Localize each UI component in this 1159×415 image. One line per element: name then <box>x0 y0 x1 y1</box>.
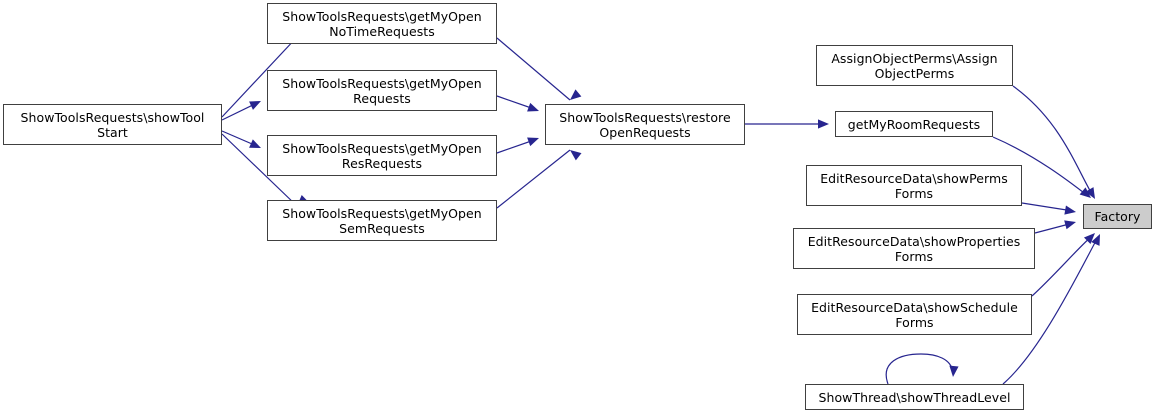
arrowhead-showThreadLevel-to-showThreadLevel <box>949 365 959 377</box>
edge-showToolStart-to-getMyOpenRequests <box>221 101 260 121</box>
node-label-showPermsForms: EditResourceData\showPerms Forms <box>820 170 1008 201</box>
node-getMyOpenRequests[interactable]: ShowToolsRequests\getMyOpen Requests <box>267 70 497 111</box>
node-label-showToolStart: ShowToolsRequests\showTool Start <box>20 109 205 140</box>
edge-getMyOpenNoTimeRequests-to-restoreOpenRequests <box>496 37 571 101</box>
node-showPermsForms[interactable]: EditResourceData\showPerms Forms <box>806 165 1022 206</box>
node-label-restoreOpenRequests: ShowToolsRequests\restore OpenRequests <box>559 109 731 140</box>
node-label-getMyOpenRequests: ShowToolsRequests\getMyOpen Requests <box>282 75 482 106</box>
arrowhead-showScheduleForms-to-Factory <box>1083 233 1095 245</box>
node-getMyOpenNoTimeRequests[interactable]: ShowToolsRequests\getMyOpen NoTimeReques… <box>267 3 497 44</box>
arrowhead-showThreadLevel-to-Factory <box>1091 234 1100 246</box>
edge-showScheduleForms-to-Factory <box>1031 234 1094 297</box>
edge-showToolStart-to-getMyOpenResRequests <box>221 130 260 148</box>
node-label-showScheduleForms: EditResourceData\showSchedule Forms <box>811 299 1018 330</box>
edge-AssignObjectPerms-to-Factory <box>1012 85 1094 197</box>
arrowhead-getMyRoomRequests-to-Factory <box>1079 187 1091 198</box>
node-label-getMyOpenResRequests: ShowToolsRequests\getMyOpen ResRequests <box>282 140 482 171</box>
node-Factory[interactable]: Factory <box>1083 204 1152 229</box>
edge-showPropertiesForms-to-Factory <box>1034 222 1074 234</box>
node-getMyOpenSemRequests[interactable]: ShowToolsRequests\getMyOpen SemRequests <box>267 200 497 241</box>
node-label-showPropertiesForms: EditResourceData\showProperties Forms <box>807 233 1021 264</box>
arrowhead-getMyOpenResRequests-to-restoreOpenRequests <box>527 137 539 147</box>
arrowhead-showToolStart-to-getMyOpenResRequests <box>249 139 261 148</box>
node-restoreOpenRequests[interactable]: ShowToolsRequests\restore OpenRequests <box>545 104 745 145</box>
arrowhead-showPermsForms-to-Factory <box>1064 205 1076 215</box>
node-showThreadLevel[interactable]: ShowThread\showThreadLevel <box>805 384 1024 410</box>
arrowhead-getMyOpenRequests-to-restoreOpenRequests <box>527 102 539 112</box>
arrowhead-showToolStart-to-getMyOpenRequests <box>249 101 261 110</box>
node-getMyOpenResRequests[interactable]: ShowToolsRequests\getMyOpen ResRequests <box>267 135 497 176</box>
arrowhead-getMyOpenNoTimeRequests-to-restoreOpenRequests <box>570 89 582 100</box>
node-showToolStart[interactable]: ShowToolsRequests\showTool Start <box>3 104 222 145</box>
edge-showThreadLevel-to-showThreadLevel <box>885 353 954 385</box>
arrowhead-showPropertiesForms-to-Factory <box>1064 220 1076 230</box>
node-label-showThreadLevel: ShowThread\showThreadLevel <box>818 389 1011 405</box>
arrowhead-AssignObjectPerms-to-Factory <box>1085 187 1095 199</box>
edge-getMyOpenResRequests-to-restoreOpenRequests <box>496 138 538 154</box>
edge-getMyOpenSemRequests-to-restoreOpenRequests <box>496 149 571 209</box>
node-showScheduleForms[interactable]: EditResourceData\showSchedule Forms <box>797 294 1032 335</box>
node-label-getMyRoomRequests: getMyRoomRequests <box>847 116 981 132</box>
node-label-Factory: Factory <box>1094 209 1141 224</box>
arrowhead-restoreOpenRequests-to-getMyRoomRequests <box>818 119 829 129</box>
node-getMyRoomRequests[interactable]: getMyRoomRequests <box>835 111 993 137</box>
node-showPropertiesForms[interactable]: EditResourceData\showProperties Forms <box>793 228 1035 269</box>
arrowhead-getMyOpenSemRequests-to-restoreOpenRequests <box>570 150 582 161</box>
node-label-getMyOpenNoTimeRequests: ShowToolsRequests\getMyOpen NoTimeReques… <box>282 8 482 39</box>
node-label-getMyOpenSemRequests: ShowToolsRequests\getMyOpen SemRequests <box>282 205 482 236</box>
edge-showPermsForms-to-Factory <box>1021 202 1074 212</box>
node-label-AssignObjectPerms: AssignObjectPerms\Assign ObjectPerms <box>831 50 998 81</box>
edge-getMyOpenRequests-to-restoreOpenRequests <box>496 95 538 111</box>
node-AssignObjectPerms[interactable]: AssignObjectPerms\Assign ObjectPerms <box>816 45 1013 86</box>
